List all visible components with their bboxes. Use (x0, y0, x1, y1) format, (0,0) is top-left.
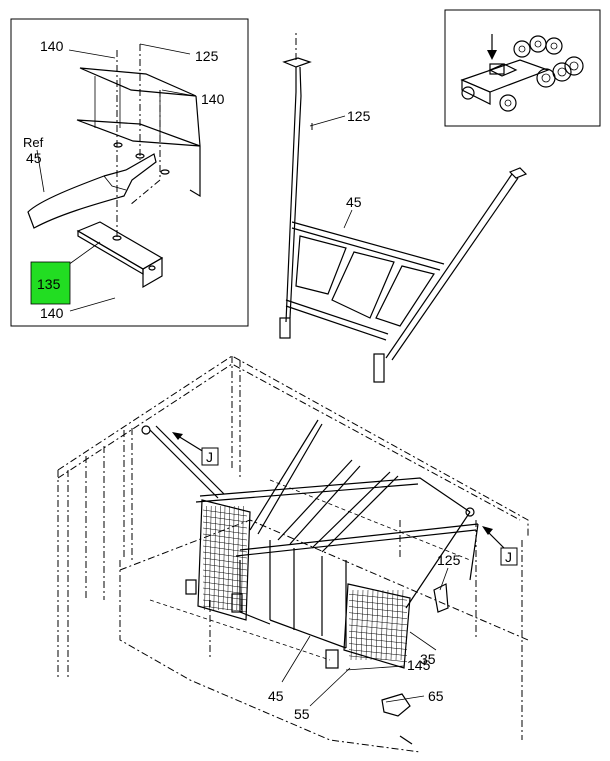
tongue-part-drawing (27, 153, 157, 229)
arrow-down-icon (487, 34, 497, 60)
mesh-panel-left (197, 499, 251, 621)
label-45-main: 45 (268, 688, 284, 704)
label-140-right: 140 (201, 91, 225, 107)
part-135-highlight[interactable] (30, 261, 71, 305)
reference-j-left[interactable] (201, 447, 219, 466)
label-45-frame: 45 (346, 194, 362, 210)
label-145: 145 (407, 657, 431, 673)
label-j-left: J (206, 449, 213, 465)
label-140-top: 140 (40, 38, 64, 54)
label-65: 65 (428, 688, 444, 704)
label-35: 35 (420, 651, 436, 667)
upper-bracket-drawing (76, 44, 201, 241)
label-125-main: 125 (437, 552, 461, 568)
arrow-up-left-icon (172, 432, 205, 453)
label-140-bottom: 140 (40, 305, 64, 321)
cab-installation-drawing: J J 125 35 145 65 45 55 (57, 355, 529, 753)
locator-inset-border (444, 9, 601, 127)
frame-assembly-drawing: 125 45 (279, 30, 528, 383)
label-45-ref: 45 (26, 150, 42, 166)
locator-inset (444, 9, 601, 127)
label-55: 55 (294, 706, 310, 722)
plate-135-drawing (76, 221, 164, 289)
truck-chassis-icon (460, 35, 584, 112)
mesh-panel-right (343, 583, 411, 669)
label-125-frame: 125 (347, 108, 371, 124)
installed-frame (149, 419, 479, 649)
arrow-up-left-icon (482, 526, 505, 549)
detail-inset: 140 125 140 Ref 45 135 140 (10, 18, 249, 327)
reference-j-right[interactable] (500, 547, 518, 566)
label-135: 135 (37, 276, 61, 292)
label-ref: Ref (23, 135, 44, 150)
label-j-right: J (505, 549, 512, 565)
label-125-detail: 125 (195, 48, 219, 64)
